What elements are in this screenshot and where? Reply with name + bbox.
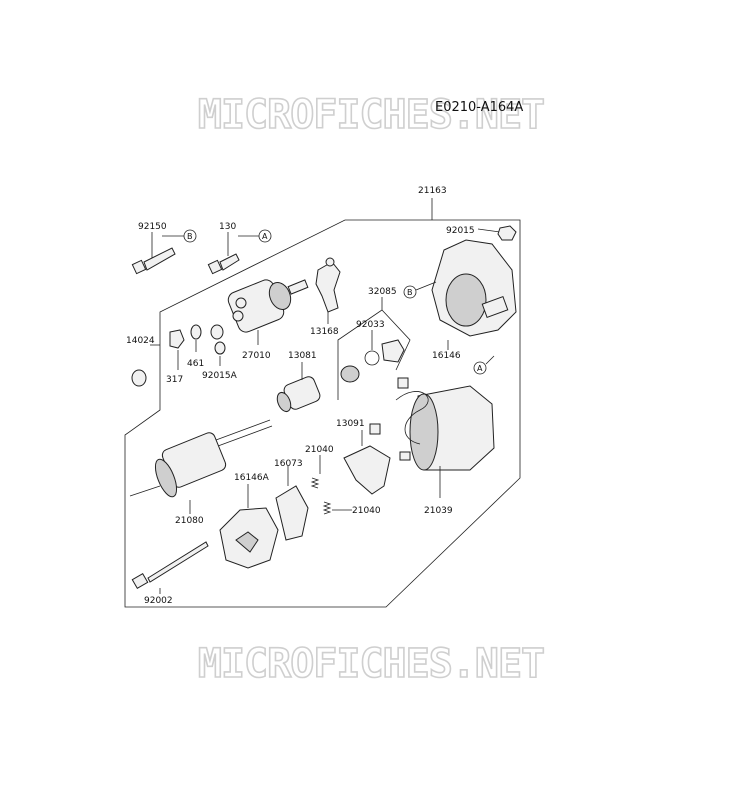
kit-bracket-32085: [337, 297, 383, 400]
label-92015: 92015: [446, 226, 475, 236]
label-92150: 92150: [138, 222, 167, 232]
label-92002: 92002: [144, 596, 173, 606]
label-14024: 14024: [126, 336, 155, 346]
armature-21080[interactable]: [129, 419, 273, 514]
spring-21040-a[interactable]: [310, 455, 321, 489]
clutch-13081[interactable]: [275, 362, 322, 414]
lever-13168[interactable]: [315, 257, 341, 324]
solenoid-27010[interactable]: [226, 278, 309, 345]
clip-92033[interactable]: [364, 330, 380, 366]
label-92033: 92033: [356, 320, 385, 330]
watermark-top: MICROFICHES.NET: [197, 91, 546, 139]
ref-b-1: B: [187, 232, 193, 241]
diagram-code: E0210-A164A: [435, 100, 524, 115]
yoke-21039[interactable]: [395, 377, 495, 498]
housing-16146[interactable]: [403, 239, 517, 375]
label-16073: 16073: [274, 459, 303, 469]
label-27010: 27010: [242, 351, 271, 361]
label-13091: 13091: [336, 419, 365, 429]
washer-461[interactable]: [190, 324, 202, 352]
through-bolt-92002[interactable]: [131, 541, 209, 594]
label-32085: 32085: [368, 287, 397, 297]
gear-32085[interactable]: [340, 339, 405, 383]
label-21040-b: 21040: [352, 506, 381, 516]
boot-14024[interactable]: [131, 344, 160, 387]
label-92015A: 92015A: [202, 371, 238, 381]
label-13168: 13168: [310, 327, 339, 337]
label-461: 461: [187, 359, 204, 369]
label-21080: 21080: [175, 516, 204, 526]
nut-92015A[interactable]: [210, 324, 226, 366]
bolt-92150[interactable]: [131, 229, 197, 275]
brush-holder-13091[interactable]: [343, 423, 391, 495]
label-16146: 16146: [432, 351, 461, 361]
ref-b-2: B: [407, 288, 413, 297]
label-130: 130: [219, 222, 236, 232]
spring-21040-b[interactable]: [322, 501, 352, 515]
ref-a-1: A: [262, 232, 268, 241]
nut-92015[interactable]: [477, 225, 517, 241]
end-frame-16146A[interactable]: [219, 484, 279, 569]
label-317: 317: [166, 375, 183, 385]
label-13081: 13081: [288, 351, 317, 361]
label-21163: 21163: [418, 186, 447, 196]
bolt-130[interactable]: [207, 229, 272, 275]
watermark-bottom: MICROFICHES.NET: [197, 640, 546, 688]
label-21040-a: 21040: [305, 445, 334, 455]
ref-a-2: A: [477, 364, 483, 373]
washer-317[interactable]: [169, 329, 185, 370]
label-21039: 21039: [424, 506, 453, 516]
label-16146A: 16146A: [234, 473, 270, 483]
plate-16073[interactable]: [275, 466, 309, 541]
